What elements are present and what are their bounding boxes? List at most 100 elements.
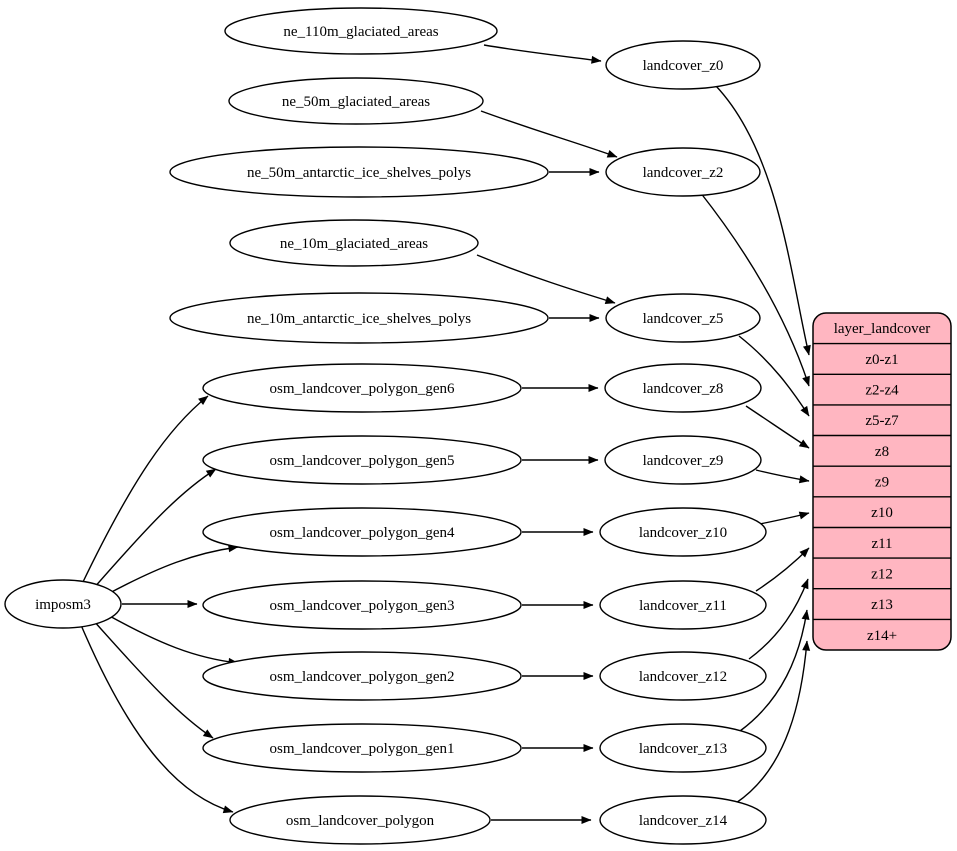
source-ellipse [228, 77, 484, 125]
edge-z14-row-z14plus [735, 640, 811, 804]
node-landcover-z13: landcover_z13 [599, 723, 767, 773]
node-landcover-z0: landcover_z0 [605, 40, 761, 90]
table-row-z5-z7: z5-z7 [865, 413, 899, 429]
stage-label: landcover_z8 [643, 381, 724, 397]
source-ellipse [202, 580, 522, 630]
source-ellipse [202, 363, 522, 413]
stage-ellipse [605, 147, 761, 197]
edge-imposm3-polygon [80, 624, 234, 814]
edge-imposm3-gen2 [105, 613, 239, 666]
node-ne-10m-glaciated-areas: ne_10m_glaciated_areas [229, 219, 479, 267]
stage-ellipse [605, 293, 761, 343]
source-ellipse [202, 651, 522, 701]
node-landcover-z11: landcover_z11 [599, 580, 767, 630]
node-osm-landcover-polygon: osm_landcover_polygon [229, 795, 491, 845]
node-landcover-z14: landcover_z14 [599, 795, 767, 845]
table-row-z14plus: z14+ [867, 628, 897, 644]
imposm3-ellipse [4, 579, 122, 629]
stage-label: landcover_z14 [639, 813, 728, 829]
edge-z13-row-z13 [739, 609, 810, 732]
stage-label: landcover_z12 [639, 669, 727, 685]
node-landcover-z5: landcover_z5 [605, 293, 761, 343]
node-osm-landcover-polygon-gen2: osm_landcover_polygon_gen2 [202, 651, 522, 701]
source-label: ne_50m_glaciated_areas [282, 94, 430, 110]
table-row-z13: z13 [871, 597, 893, 613]
source-label: osm_landcover_polygon_gen6 [270, 381, 455, 397]
edge-z8-row-z8 [745, 405, 810, 449]
source-label: osm_landcover_polygon_gen2 [270, 669, 455, 685]
table-title: layer_landcover [834, 321, 931, 337]
source-label: osm_landcover_polygon_gen4 [270, 525, 455, 541]
stage-label: landcover_z10 [639, 525, 727, 541]
table-row-z12: z12 [871, 567, 893, 583]
node-landcover-z12: landcover_z12 [599, 651, 767, 701]
edge-imposm3-gen4 [105, 544, 239, 596]
stage-label: landcover_z5 [643, 311, 724, 327]
node-ne-10m-antarctic-ice-shelves-polys: ne_10m_antarctic_ice_shelves_polys [169, 292, 549, 344]
table-row-z2-z4: z2-z4 [865, 383, 899, 399]
node-osm-landcover-polygon-gen1: osm_landcover_polygon_gen1 [202, 723, 522, 773]
node-osm-landcover-polygon-gen3: osm_landcover_polygon_gen3 [202, 580, 522, 630]
node-osm-landcover-polygon-gen5: osm_landcover_polygon_gen5 [202, 435, 522, 485]
edge-z0-row-z0-z1 [715, 85, 811, 356]
stage-label: landcover_z2 [643, 165, 724, 181]
stage-ellipse [599, 651, 767, 701]
edge-z11-row-z11 [755, 547, 810, 592]
table-row-z9: z9 [875, 475, 889, 491]
source-ellipse [169, 146, 549, 198]
node-imposm3: imposm3 [4, 579, 122, 629]
stage-label: landcover_z11 [639, 598, 727, 614]
node-landcover-z2: landcover_z2 [605, 147, 761, 197]
node-ne-110m-glaciated-areas: ne_110m_glaciated_areas [224, 7, 498, 55]
node-ne-50m-antarctic-ice-shelves-polys: ne_50m_antarctic_ice_shelves_polys [169, 146, 549, 198]
source-ellipse [224, 7, 498, 55]
edges [80, 44, 811, 824]
edge-z2-row-z2-z4 [699, 191, 810, 387]
source-ellipse [202, 723, 522, 773]
edge-imposm3-gen5 [92, 468, 217, 590]
node-landcover-z9: landcover_z9 [604, 435, 762, 485]
node-landcover-z8: landcover_z8 [604, 363, 762, 413]
edge-z5-row-z5-z7 [738, 335, 810, 417]
stage-ellipse [599, 507, 767, 557]
source-label: ne_50m_antarctic_ice_shelves_polys [247, 165, 471, 181]
edge-ne10m-glaciated-z5 [476, 254, 616, 305]
stage-label: landcover_z13 [639, 741, 727, 757]
imposm3-label: imposm3 [35, 597, 91, 613]
source-label: osm_landcover_polygon_gen5 [270, 453, 455, 469]
node-ne-50m-glaciated-areas: ne_50m_glaciated_areas [228, 77, 484, 125]
source-ellipse [229, 219, 479, 267]
source-ellipse [202, 435, 522, 485]
edge-ne110m-z0 [483, 44, 602, 64]
stage-ellipse [599, 723, 767, 773]
edge-z9-row-z9 [755, 469, 810, 484]
source-ellipse [202, 507, 522, 557]
source-label: osm_landcover_polygon_gen1 [270, 741, 455, 757]
source-label: ne_110m_glaciated_areas [283, 24, 438, 40]
table-layer-landcover: layer_landcover z0-z1 z2-z4 z5-z7 z8 z9 … [812, 312, 952, 651]
source-label: osm_landcover_polygon [286, 813, 435, 829]
source-label: ne_10m_glaciated_areas [280, 236, 428, 252]
edge-ne50m-glaciated-z2 [480, 110, 618, 158]
table-row-z8: z8 [875, 444, 889, 460]
node-osm-landcover-polygon-gen4: osm_landcover_polygon_gen4 [202, 507, 522, 557]
table-row-z0-z1: z0-z1 [865, 352, 898, 368]
edge-imposm3-gen6 [81, 395, 209, 585]
table-background [812, 312, 952, 651]
stage-ellipse [604, 435, 762, 485]
stage-ellipse [599, 795, 767, 845]
source-label: osm_landcover_polygon_gen3 [270, 598, 455, 614]
stage-ellipse [599, 580, 767, 630]
source-ellipse [169, 292, 549, 344]
table-row-z10: z10 [871, 505, 893, 521]
table-row-z11: z11 [871, 536, 892, 552]
stage-label: landcover_z9 [643, 453, 724, 469]
source-label: ne_10m_antarctic_ice_shelves_polys [247, 311, 471, 327]
node-landcover-z10: landcover_z10 [599, 507, 767, 557]
stage-label: landcover_z0 [643, 58, 724, 74]
node-osm-landcover-polygon-gen6: osm_landcover_polygon_gen6 [202, 363, 522, 413]
source-ellipse [229, 795, 491, 845]
edge-z12-row-z12 [748, 578, 809, 660]
stage-ellipse [604, 363, 762, 413]
